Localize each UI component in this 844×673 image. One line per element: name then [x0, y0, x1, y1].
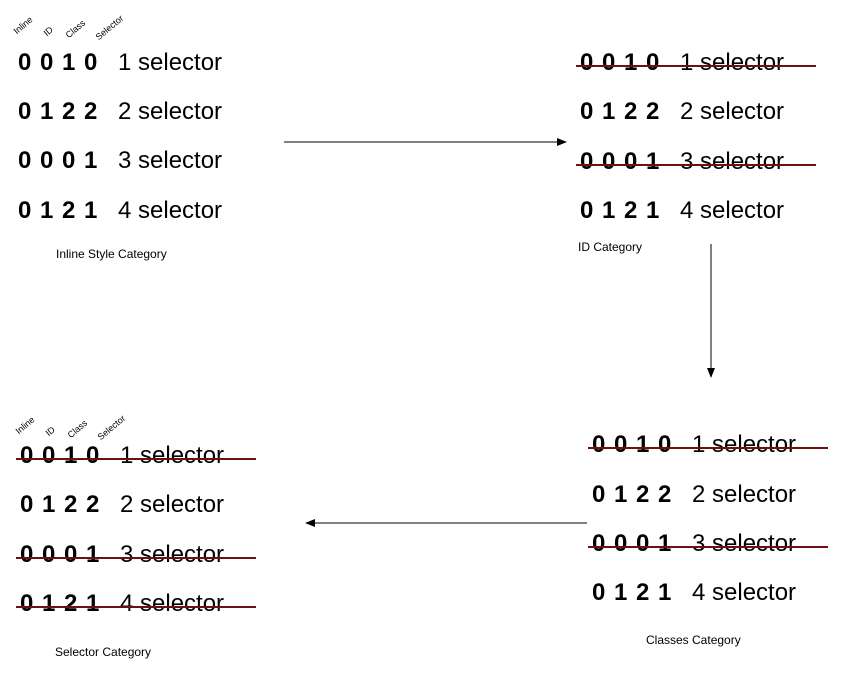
selector-label: 2 selector	[118, 98, 223, 125]
selector-label: 1 selector	[692, 431, 797, 458]
specificity-row: 0 0 0 1 3 selector	[18, 145, 278, 177]
specificity-digits: 0 1 2 2	[592, 481, 673, 508]
panel-caption: Inline Style Category	[56, 247, 167, 261]
panel-caption: ID Category	[578, 240, 643, 254]
selector-label: 3 selector	[118, 147, 223, 174]
selector-label: 3 selector	[680, 148, 785, 175]
selector-label: 1 selector	[118, 49, 223, 76]
panel-classes-category: 0 0 1 0 1 selector 0 1 2 2 2 selector 0 …	[588, 420, 844, 660]
selector-label: 4 selector	[680, 197, 785, 224]
selector-label: 4 selector	[120, 590, 225, 617]
specificity-digits: 0 1 2 2	[18, 98, 99, 125]
selector-label: 2 selector	[680, 98, 785, 125]
selector-label: 3 selector	[692, 530, 797, 557]
specificity-digits: 0 0 1 0	[20, 442, 101, 469]
selector-label: 3 selector	[120, 541, 225, 568]
specificity-row: 0 1 2 2 2 selector	[20, 489, 280, 521]
specificity-row: 0 1 2 2 2 selector	[580, 96, 840, 128]
specificity-row: 0 0 0 1 3 selector	[16, 539, 280, 571]
specificity-row: 0 0 0 1 3 selector	[588, 528, 844, 560]
specificity-row: 0 1 2 1 4 selector	[580, 195, 840, 227]
panel-caption: Selector Category	[55, 645, 152, 659]
specificity-row: 0 0 0 1 3 selector	[576, 146, 840, 178]
specificity-row: 0 1 2 2 2 selector	[18, 96, 278, 128]
specificity-row: 0 0 1 0 1 selector	[16, 440, 280, 472]
specificity-digits: 0 0 0 1	[592, 530, 673, 557]
specificity-digits: 0 1 2 1	[592, 579, 673, 606]
panel-selector-category: Inline ID Class Selector 0 0 1 0 1 selec…	[14, 400, 280, 665]
strikethrough-line	[576, 164, 816, 166]
specificity-digits: 0 0 1 0	[580, 49, 661, 76]
specificity-digits: 0 0 1 0	[592, 431, 673, 458]
specificity-digits: 0 1 2 2	[580, 98, 661, 125]
specificity-row: 0 1 2 2 2 selector	[592, 479, 844, 511]
strikethrough-line	[16, 606, 256, 608]
selector-label: 4 selector	[118, 197, 223, 224]
panel-id-category: 0 0 1 0 1 selector 0 1 2 2 2 selector 0 …	[576, 0, 840, 270]
specificity-row: 0 0 1 0 1 selector	[18, 47, 278, 79]
specificity-digits: 0 1 2 2	[20, 491, 101, 518]
panel-inline-style: Inline ID Class Selector 0 0 1 0 1 selec…	[12, 0, 278, 270]
strikethrough-line	[588, 447, 828, 449]
specificity-row: 0 0 1 0 1 selector	[576, 47, 840, 79]
specificity-row: 0 1 2 1 4 selector	[18, 195, 278, 227]
panel-caption: Classes Category	[646, 633, 741, 647]
strikethrough-line	[588, 546, 828, 548]
specificity-row: 0 1 2 1 4 selector	[592, 577, 844, 609]
strikethrough-line	[576, 65, 816, 67]
specificity-digits: 0 1 2 1	[20, 590, 101, 617]
selector-label: 2 selector	[692, 481, 797, 508]
selector-label: 1 selector	[120, 442, 225, 469]
specificity-digits: 0 1 2 1	[18, 197, 99, 224]
selector-label: 4 selector	[692, 579, 797, 606]
specificity-digits: 0 0 0 1	[20, 541, 101, 568]
selector-label: 1 selector	[680, 49, 785, 76]
specificity-digits: 0 1 2 1	[580, 197, 661, 224]
specificity-digits: 0 0 0 1	[18, 147, 99, 174]
specificity-row: 0 0 1 0 1 selector	[588, 429, 844, 461]
strikethrough-line	[16, 557, 256, 559]
specificity-digits: 0 0 1 0	[18, 49, 99, 76]
strikethrough-line	[16, 458, 256, 460]
specificity-digits: 0 0 0 1	[580, 148, 661, 175]
specificity-row: 0 1 2 1 4 selector	[16, 588, 280, 620]
selector-label: 2 selector	[120, 491, 225, 518]
